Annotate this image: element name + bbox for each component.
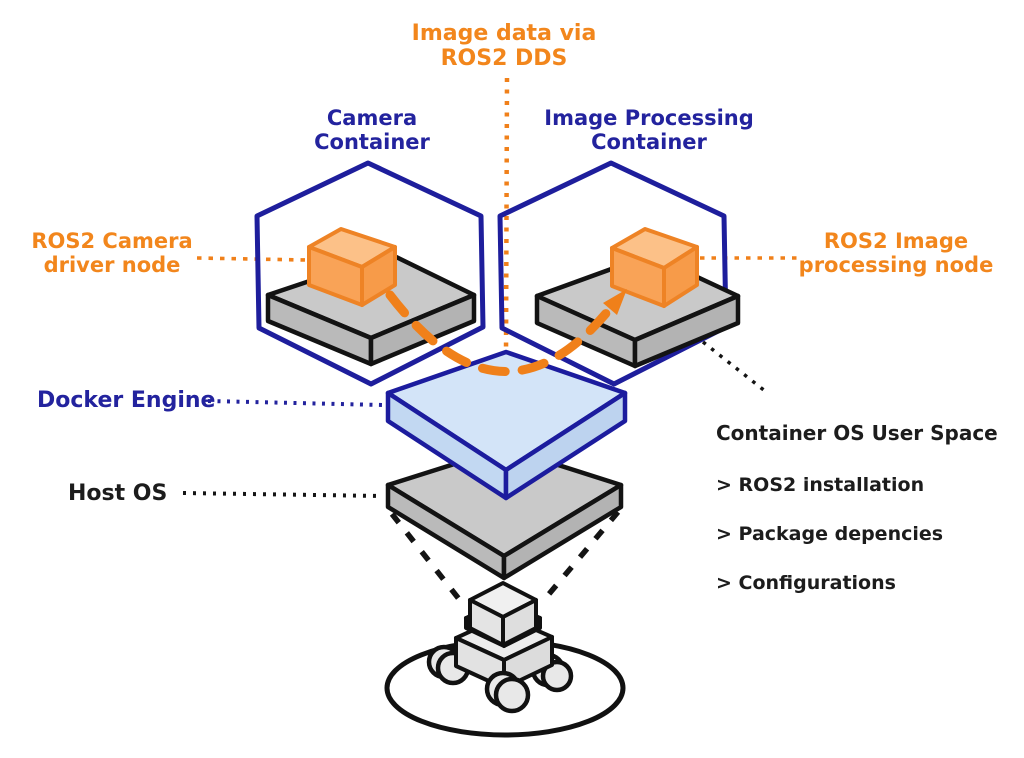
camera-container-hexagon bbox=[254, 160, 486, 387]
container-os-block: Container OS User Space > ROS2 installat… bbox=[716, 399, 1016, 619]
image-processing-container-label: Image Processing Container bbox=[544, 106, 754, 155]
docker-engine-label: Docker Engine bbox=[37, 388, 216, 413]
projection-line-left bbox=[389, 512, 462, 601]
docker-engine-platform bbox=[385, 349, 628, 501]
robot-camera-cube bbox=[468, 581, 538, 647]
image-node-label: ROS2 Image processing node bbox=[798, 229, 994, 278]
robot-wheel-front bbox=[484, 670, 531, 714]
host-os-label: Host OS bbox=[68, 481, 168, 506]
host-os-connector-line bbox=[182, 491, 383, 498]
dds-dotted-line bbox=[503, 77, 510, 355]
camera-container-label: Camera Container bbox=[314, 106, 430, 155]
dds-flow-label: Image data via ROS2 DDS bbox=[411, 21, 597, 72]
container-os-title: Container OS User Space bbox=[716, 421, 998, 445]
container-os-item: > ROS2 installation bbox=[716, 474, 925, 496]
docker-engine-connector-line bbox=[207, 399, 384, 407]
robot bbox=[384, 581, 626, 738]
dds-data-flow-arrow bbox=[385, 289, 627, 376]
image-node-cube bbox=[610, 227, 699, 308]
host-os-platform bbox=[385, 445, 624, 581]
container-os-item: > Configurations bbox=[716, 572, 896, 594]
camera-node-cube bbox=[307, 227, 397, 307]
camera-node-label: ROS2 Camera driver node bbox=[31, 229, 193, 278]
projection-line-right bbox=[546, 510, 621, 596]
image-processing-container-hexagon bbox=[497, 160, 729, 387]
container-os-connector-line bbox=[701, 340, 767, 393]
container-os-item: > Package depencies bbox=[716, 523, 944, 545]
